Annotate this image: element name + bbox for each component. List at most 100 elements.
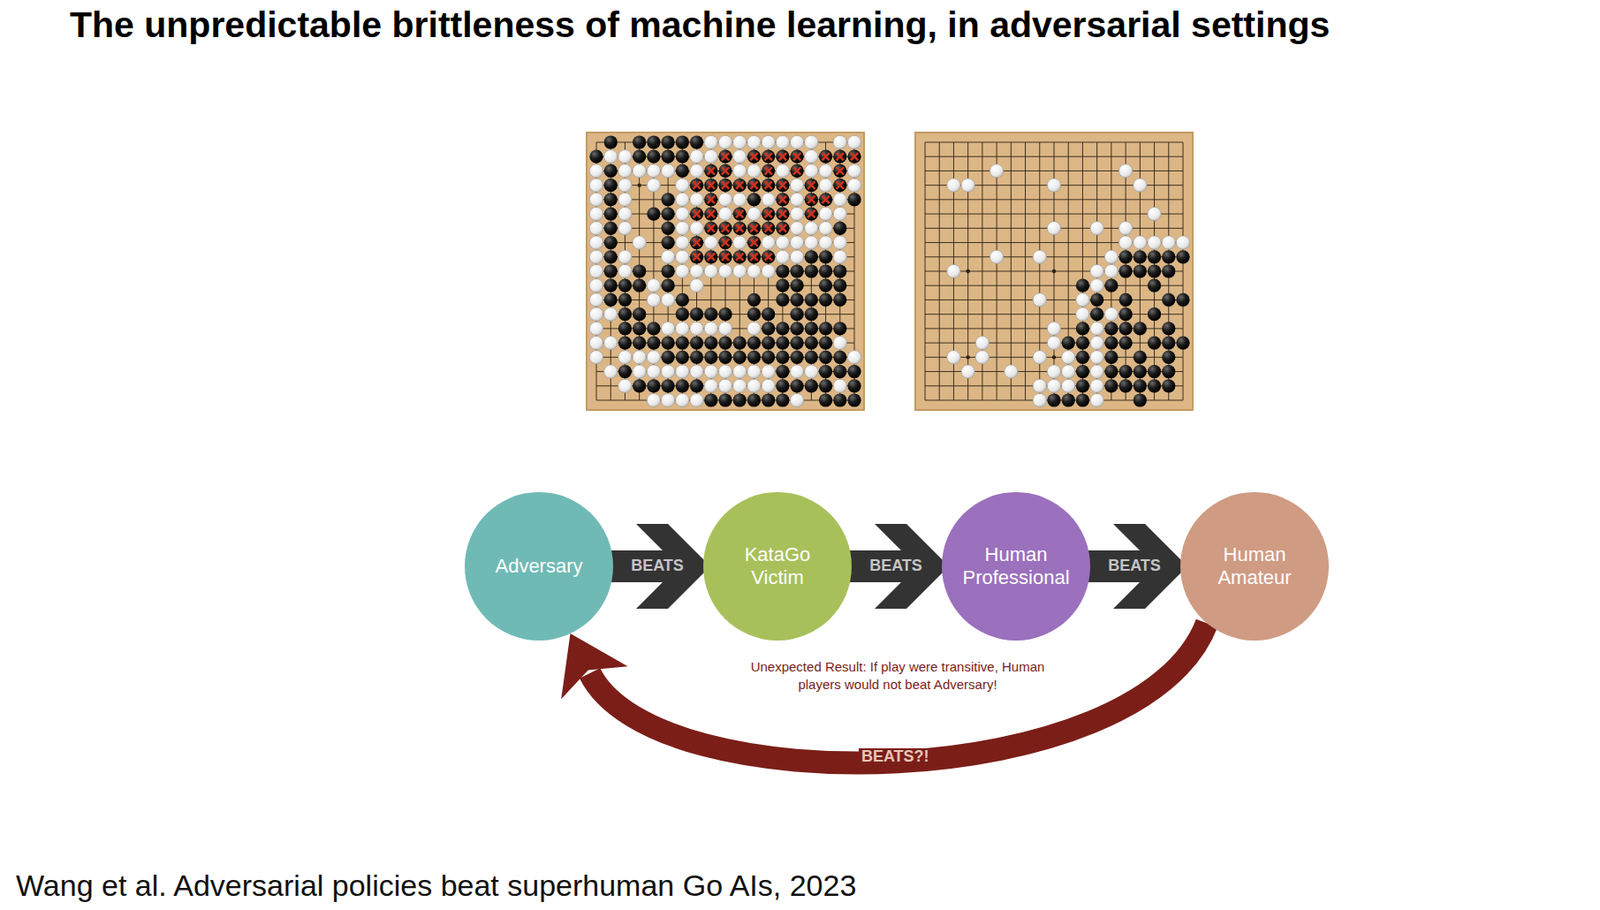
white-stone — [646, 164, 660, 178]
black-stone — [818, 364, 833, 379]
capture-mark — [779, 196, 787, 204]
capture-mark — [692, 210, 700, 218]
white-stone — [690, 192, 704, 206]
capture-mark — [764, 181, 772, 189]
capture-mark — [779, 152, 787, 160]
black-stone — [775, 221, 789, 236]
white-stone — [646, 293, 660, 307]
capture-mark — [821, 196, 829, 204]
black-stone — [618, 321, 632, 335]
black-stone — [618, 307, 632, 321]
white-stone — [589, 164, 603, 178]
white-stone — [989, 164, 1003, 178]
white-stone — [704, 364, 718, 379]
white-stone — [618, 250, 632, 264]
capture-mark — [793, 152, 801, 160]
black-stone — [775, 150, 789, 164]
black-stone — [660, 150, 675, 164]
capture-mark — [692, 238, 700, 246]
white-stone — [804, 164, 819, 178]
capture-mark — [821, 152, 829, 160]
capture-mark — [735, 224, 744, 232]
capture-mark — [735, 253, 744, 261]
capture-mark — [735, 253, 744, 261]
capture-mark — [836, 166, 844, 175]
black-stone — [704, 221, 718, 236]
white-stone — [789, 192, 804, 206]
black-stone — [690, 335, 704, 349]
black-stone — [1118, 379, 1132, 393]
white-stone — [833, 206, 847, 220]
black-stone — [818, 279, 833, 293]
black-stone — [704, 307, 718, 321]
star-point — [1052, 269, 1056, 273]
black-stone — [604, 221, 618, 236]
white-stone — [646, 350, 660, 364]
black-stone — [847, 150, 861, 164]
white-stone — [660, 321, 675, 335]
white-stone — [604, 150, 618, 164]
white-stone — [1090, 221, 1104, 236]
white-stone — [789, 135, 804, 149]
black-stone — [632, 307, 646, 321]
black-stone — [1104, 364, 1118, 379]
white-stone — [618, 264, 632, 278]
white-stone — [1090, 350, 1104, 364]
white-stone — [675, 364, 690, 379]
white-stone — [747, 264, 761, 278]
capture-mark — [779, 196, 787, 204]
white-stone — [833, 135, 847, 149]
black-stone — [804, 250, 819, 264]
black-stone — [1046, 393, 1061, 407]
capture-mark — [764, 181, 772, 189]
white-stone — [704, 264, 718, 278]
capture-mark — [750, 152, 758, 160]
white-stone — [961, 364, 975, 379]
capture-mark — [707, 253, 715, 261]
black-stone — [775, 379, 789, 393]
capture-mark — [764, 253, 772, 261]
white-stone — [618, 221, 632, 236]
white-stone — [704, 321, 718, 335]
black-stone — [1147, 307, 1161, 321]
white-stone — [1090, 279, 1104, 293]
capture-mark — [707, 224, 715, 232]
white-stone — [1032, 350, 1047, 364]
white-stone — [690, 364, 704, 379]
white-stone — [833, 235, 847, 250]
capture-mark — [779, 224, 787, 232]
white-stone — [818, 221, 833, 236]
black-stone — [747, 393, 761, 407]
black-stone — [761, 206, 775, 220]
white-stone — [718, 364, 732, 379]
capture-mark — [779, 210, 787, 218]
capture-mark — [764, 253, 772, 261]
black-stone — [660, 235, 675, 250]
black-stone — [847, 379, 861, 393]
black-stone — [833, 150, 847, 164]
player-circle: Human Amateur — [1180, 492, 1329, 641]
black-stone — [818, 393, 833, 407]
white-stone — [1046, 364, 1061, 379]
black-stone — [675, 164, 690, 178]
edge-label: BEATS — [1105, 557, 1164, 576]
black-stone — [1118, 364, 1132, 379]
black-stone — [804, 307, 819, 321]
white-stone — [718, 192, 732, 206]
white-stone — [1090, 264, 1104, 278]
white-stone — [675, 192, 690, 206]
capture-mark — [836, 181, 844, 189]
white-stone — [804, 364, 819, 379]
black-stone — [747, 293, 761, 307]
black-stone — [604, 178, 618, 192]
capture-mark — [836, 166, 844, 175]
capture-mark — [850, 152, 858, 160]
capture-mark — [750, 224, 758, 232]
white-stone — [618, 192, 632, 206]
capture-mark — [836, 152, 844, 160]
black-stone — [747, 350, 761, 364]
white-stone — [733, 135, 747, 149]
black-stone — [632, 264, 646, 278]
